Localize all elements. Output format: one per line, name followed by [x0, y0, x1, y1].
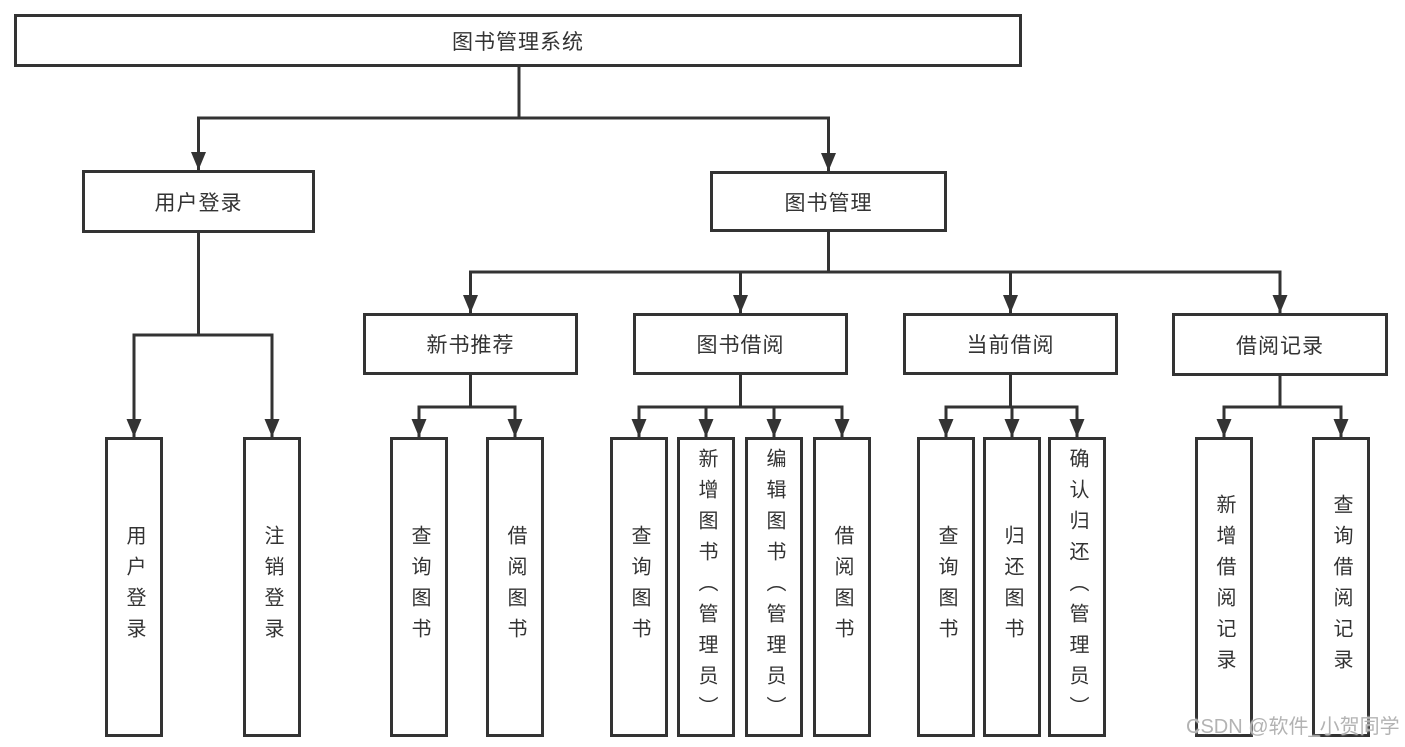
node-leaf-add-book: 新增图书（管理员）	[677, 437, 735, 737]
node-book-management: 图书管理	[710, 171, 947, 232]
node-leaf-query-book-1-label: 查询图书	[408, 525, 430, 649]
node-book-management-label: 图书管理	[784, 191, 873, 215]
node-root-label: 图书管理系统	[452, 30, 584, 54]
node-leaf-query-book-2-label: 查询图书	[628, 525, 650, 649]
node-leaf-borrow-book-1: 借阅图书	[486, 437, 544, 737]
node-leaf-query-borrow-record: 查询借阅记录	[1312, 437, 1370, 737]
node-leaf-query-book-2: 查询图书	[610, 437, 668, 737]
node-leaf-edit-book-label: 编辑图书（管理员）	[763, 447, 785, 727]
node-leaf-add-borrow-record-label: 新增借阅记录	[1213, 494, 1235, 680]
node-leaf-borrow-book-1-label: 借阅图书	[504, 525, 526, 649]
node-leaf-user-login: 用户登录	[105, 437, 163, 737]
node-borrow-record: 借阅记录	[1172, 313, 1388, 376]
node-book-borrow: 图书借阅	[633, 313, 848, 375]
node-leaf-query-borrow-record-label: 查询借阅记录	[1330, 494, 1352, 680]
node-leaf-borrow-book-2: 借阅图书	[813, 437, 871, 737]
node-leaf-return-book: 归还图书	[983, 437, 1041, 737]
node-root: 图书管理系统	[14, 14, 1022, 67]
node-leaf-logout-label: 注销登录	[261, 525, 283, 649]
node-leaf-query-book-3-label: 查询图书	[935, 525, 957, 649]
node-borrow-record-label: 借阅记录	[1236, 334, 1324, 358]
node-new-book-recommend: 新书推荐	[363, 313, 578, 375]
connector-arrows	[126, 118, 1349, 437]
node-leaf-confirm-return: 确认归还（管理员）	[1048, 437, 1106, 737]
node-current-borrow-label: 当前借阅	[966, 334, 1055, 357]
node-leaf-confirm-return-label: 确认归还（管理员）	[1066, 447, 1088, 727]
node-leaf-add-book-label: 新增图书（管理员）	[695, 447, 717, 727]
node-leaf-add-borrow-record: 新增借阅记录	[1195, 437, 1253, 737]
node-leaf-borrow-book-2-label: 借阅图书	[831, 525, 853, 649]
node-leaf-edit-book: 编辑图书（管理员）	[745, 437, 803, 737]
node-leaf-query-book-1: 查询图书	[390, 437, 448, 737]
node-current-borrow: 当前借阅	[903, 313, 1118, 375]
csdn-watermark: CSDN @软件_小贺同学	[1186, 716, 1400, 738]
node-user-login: 用户登录	[82, 170, 315, 233]
node-leaf-user-login-label: 用户登录	[123, 525, 145, 649]
node-leaf-return-book-label: 归还图书	[1001, 525, 1023, 649]
node-leaf-query-book-3: 查询图书	[917, 437, 975, 737]
node-user-login-label: 用户登录	[154, 191, 243, 215]
node-leaf-logout: 注销登录	[243, 437, 301, 737]
node-book-borrow-label: 图书借阅	[696, 334, 785, 357]
node-new-book-recommend-label: 新书推荐	[426, 334, 515, 357]
